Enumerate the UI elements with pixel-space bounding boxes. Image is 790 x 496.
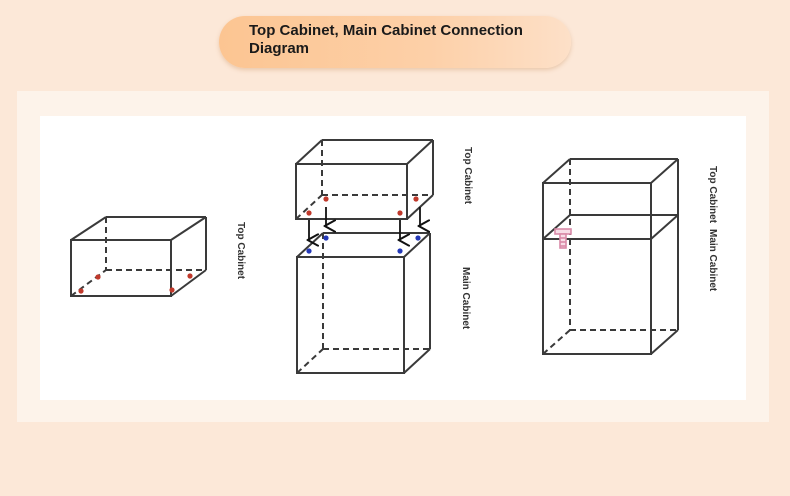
label-top-cabinet-mid: Top Cabinet bbox=[462, 147, 473, 205]
alignment-arrows bbox=[309, 207, 420, 240]
assembled-cabinets bbox=[542, 158, 679, 355]
top-cabinet-exploded bbox=[295, 139, 434, 220]
main-cabinet-exploded bbox=[296, 232, 431, 374]
title-banner: Top Cabinet, Main Cabinet Connection Dia… bbox=[219, 16, 571, 68]
diagram-frame bbox=[17, 91, 769, 422]
label-top-cabinet-left: Top Cabinet bbox=[235, 222, 246, 280]
page-title: Top Cabinet, Main Cabinet Connection Dia… bbox=[249, 22, 523, 57]
label-top-cabinet-right: Top Cabinet bbox=[707, 166, 718, 224]
mounting-holes-top-cabinet bbox=[78, 273, 193, 294]
mounting-holes-top-cabinet-bottom bbox=[306, 196, 419, 216]
label-main-cabinet-mid: Main Cabinet bbox=[460, 267, 471, 330]
top-cabinet-standalone bbox=[70, 216, 207, 297]
mounting-holes-main-cabinet-top bbox=[306, 235, 421, 254]
connector-bolt-icon bbox=[554, 228, 572, 249]
label-main-cabinet-right: Main Cabinet bbox=[707, 229, 718, 292]
